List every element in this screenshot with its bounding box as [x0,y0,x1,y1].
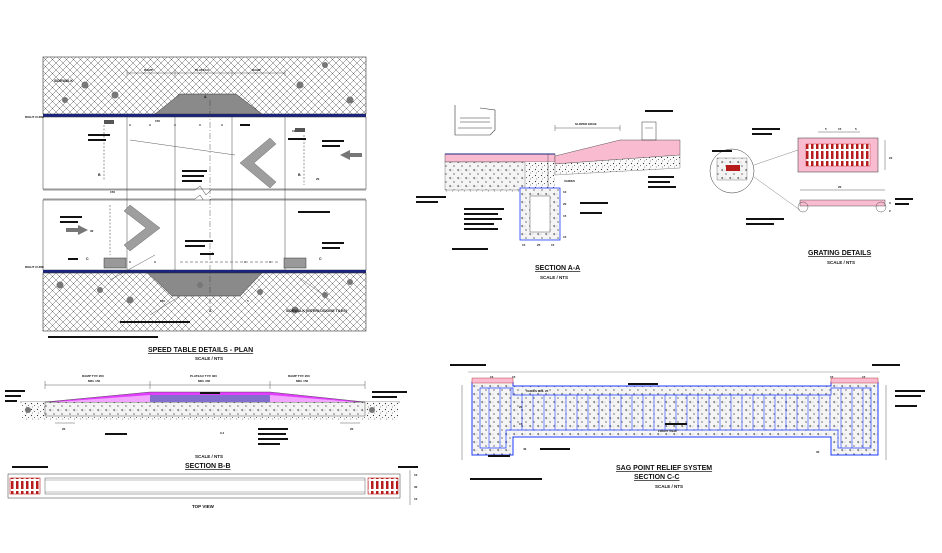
curb-bottom [43,270,366,273]
cc-title2: SECTION C-C [634,474,680,481]
cc-dim-15a: 15 [490,375,494,379]
cc-front-view: FRONT VIEW [658,429,677,433]
plan-dim-150-mid: 150 [110,190,115,194]
aa-scale: SCALE / NTS [540,275,568,280]
plan-scale: SCALE / NTS [195,356,223,361]
plan-right-curb-top-label: RIGHT CURB [25,115,45,119]
plan-title: SPEED TABLE DETAILS - PLAN [148,347,253,354]
aa-dim-10: 10 [563,190,567,194]
plan-sidewalk-top-label: SIDEWALK [54,79,73,83]
plan-dim-20: 20 [316,177,320,181]
grating-dim-20: 20 [838,185,842,189]
bb-dim-ramp-right2: MIN. 150 [296,379,309,383]
plan-dim-5: 5 [247,299,249,303]
road-lower [42,199,367,271]
ramp-top-trapezoid [154,93,263,115]
plan-dim-ramp-left: RAMP [144,68,153,72]
grating-dim-5: 5 [825,127,827,131]
bb-dim-right-small: 20 [350,427,354,431]
aa-dim-15c: 15 [522,243,526,247]
plan-mark-c-right: C [319,257,322,261]
plan-mark-b-top: B [98,173,101,177]
drain-left [103,257,127,269]
plan-mark-a-top: A [204,95,207,99]
plan-dim-ramp-right: RAMP [252,68,261,72]
bb-dim-ramp-left: RAMP TYP. 200 [82,374,104,378]
aa-dim-15d: 15 [551,243,555,247]
plan-dim-30: 30 [90,229,94,233]
cc-dim-40: 40 [523,447,527,451]
aa-dim-15a: 15 [563,214,567,218]
top-view-grate-left [9,477,41,495]
chevron-marking-bottom [123,204,161,252]
bb-scale: SCALE / NTS [195,454,223,459]
cc-title1: SAG POINT RELIEF SYSTEM [616,465,712,472]
cc-dim-20: 20 [519,405,523,409]
aa-dim-sloped-edge: SLOPED EDGE [575,122,597,126]
cc-dim-35: 35 [816,450,820,454]
traffic-arrow-left-icon [340,150,362,160]
section-aa: SLOPED EDGE VARIES 10 20 15 15 15 25 15 … [416,105,681,280]
grating-scale: SCALE / NTS [827,260,855,265]
cc-dim-15c: 15 [830,375,834,379]
cc-scale: SCALE / NTS [655,484,683,489]
bb-dim-ramp-left2: MIN. 150 [88,379,101,383]
plan-mark-a-mid: A [211,252,214,256]
cc-dim-15b: 15 [512,375,516,379]
plan-dim-150-top: 150 [155,119,160,123]
grating-title: GRATING DETAILS [808,250,871,257]
plan-right-curb-bottom-label: RIGHT CURB [25,265,45,269]
top-view-grate-right [367,477,399,495]
plan-mark-b-right: B [298,173,301,177]
bb-dim-ramp-right: RAMP TYP. 200 [288,374,310,378]
grating-dim-5b: 5 [855,127,857,131]
curb-top [43,114,366,117]
section-bb: RAMP TYP. 200 MIN. 150 PLATEAU TYP. 300 … [5,374,407,470]
grating-dim-2: 2 [889,209,891,213]
section-cc: 15 15 15 15 VARIES MIN. 25 20 15 40 35 F… [450,364,925,489]
aa-dim-25: 25 [537,243,541,247]
cc-dim-15e: 15 [519,422,523,426]
bb-dim-left-small: 20 [62,427,66,431]
bb-dim-plateau2: MIN. 300 [198,379,211,383]
plan-mark-c-left: C [86,257,89,261]
cc-dim-15d: 15 [862,375,866,379]
grating-dim-3: 3 [889,201,891,205]
aa-dim-varies: VARIES [564,179,575,183]
top-view: 10 30 10 TOP VIEW [7,466,418,509]
cc-dim-varies: VARIES MIN. 25 [526,389,549,393]
chevron-marking-top [239,137,277,189]
speed-table-plan: SIDEWALK SIDEWALK (INTERLOCKING TILES) R… [25,56,367,361]
plan-mark-a-bottom: A [209,309,212,313]
top-view-label: TOP VIEW [192,504,215,509]
grating-dim-24: 24 [889,156,893,160]
aa-dim-20: 20 [563,202,567,206]
bb-dim-center: 0.4 [220,431,225,435]
plan-dim-plateau: PLATEAU [195,68,209,72]
plan-dim-10: 10 [292,129,296,133]
grating-details: 5 15 5 24 20 3 2 GRATING DETAILS SCALE /… [709,127,913,265]
top-view-dim-b: 30 [414,485,418,489]
ramp-bottom-trapezoid [147,272,263,297]
road-upper [42,116,367,190]
drain-right [283,257,307,269]
bb-dim-plateau: PLATEAU TYP. 300 [190,374,217,378]
grating-dim-15: 15 [838,127,842,131]
aa-dim-15b: 15 [563,235,567,239]
bb-title: SECTION B-B [185,463,231,470]
aa-title: SECTION A-A [535,265,580,272]
plan-dim-150-bottom: 150 [160,299,165,303]
traffic-arrow-right-icon [66,225,88,235]
plan-sidewalk-bottom-label: SIDEWALK (INTERLOCKING TILES) [286,309,348,313]
top-view-dim-c: 10 [414,497,418,501]
top-view-dim-a: 10 [414,473,418,477]
